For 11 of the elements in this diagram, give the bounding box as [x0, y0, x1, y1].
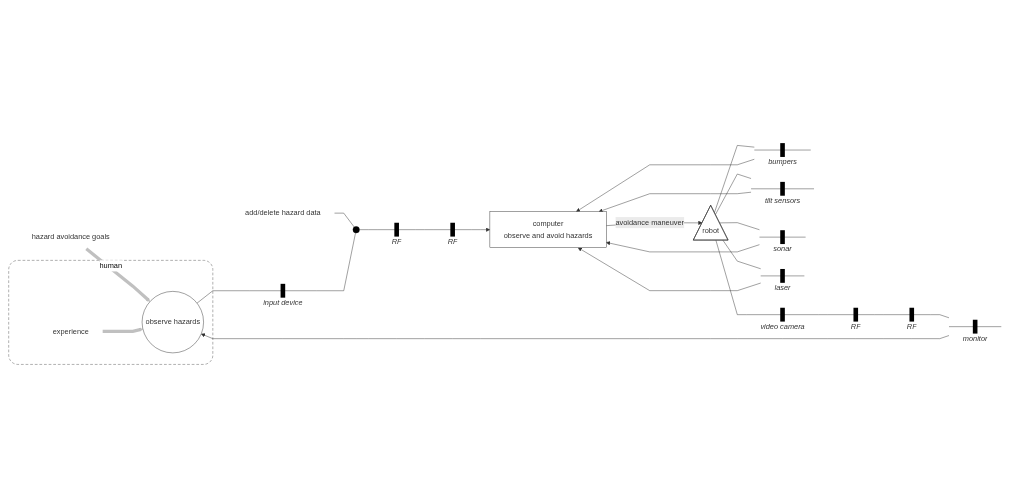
connector — [714, 145, 755, 213]
connector — [719, 222, 760, 230]
connector — [316, 232, 356, 291]
arrow — [85, 247, 151, 302]
connector — [715, 240, 747, 315]
connector — [359, 229, 379, 230]
arrow — [102, 327, 144, 333]
connector — [722, 240, 761, 269]
node-circle — [352, 226, 360, 234]
connector — [715, 173, 752, 215]
connector — [334, 212, 355, 228]
